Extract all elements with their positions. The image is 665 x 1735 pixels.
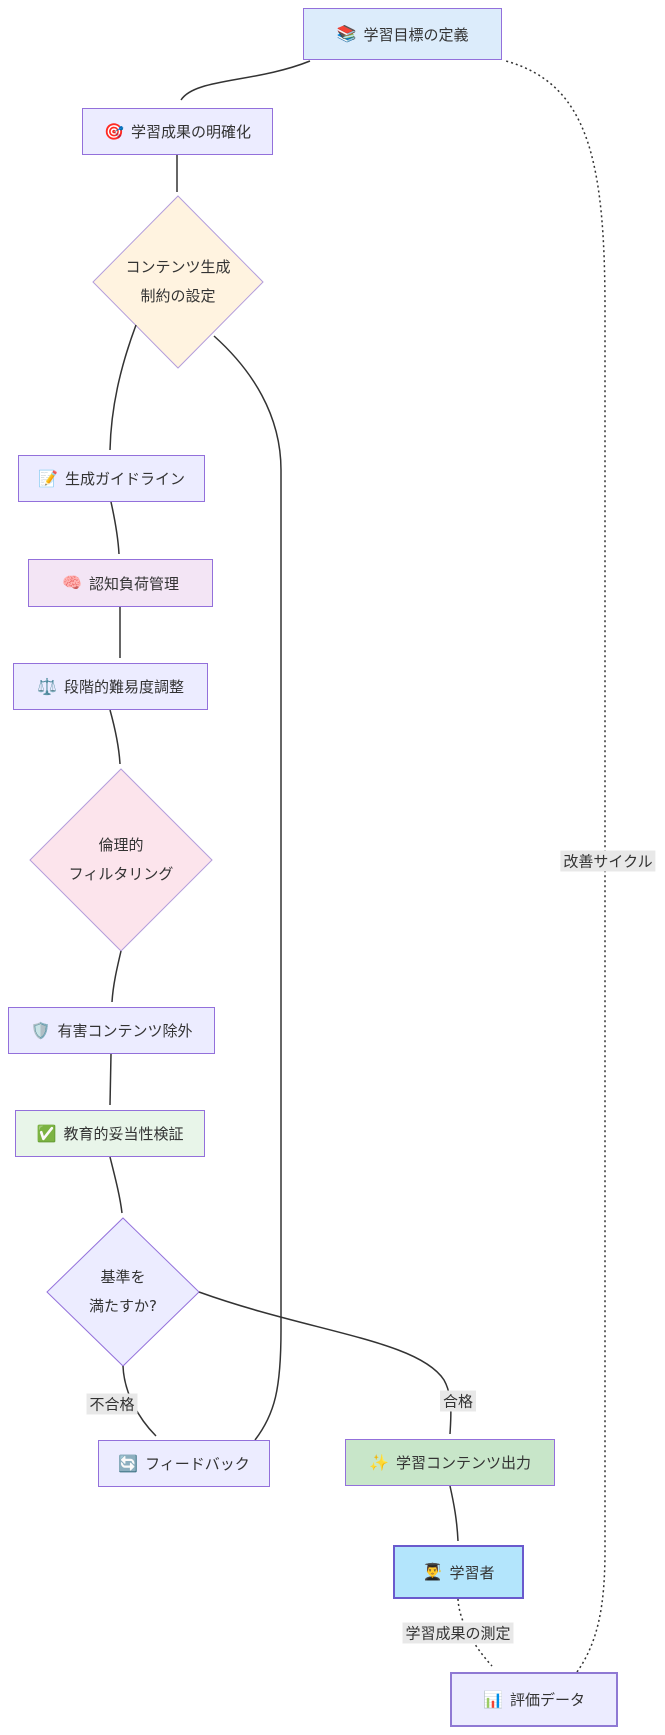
edge-define-to-clarify: [180, 60, 311, 101]
decision-label-line2: フィルタリング: [68, 865, 174, 883]
edge-evaldata-to-define-dotted: [505, 60, 606, 1673]
edge-label-outcome-measurement: 学習成果の測定: [402, 1622, 514, 1644]
node-label: 評価データ: [509, 1691, 585, 1709]
student-icon: 👨‍🎓: [422, 1562, 443, 1581]
edge-validate-to-criteria: [109, 1156, 123, 1214]
memo-icon: 📝: [38, 468, 58, 488]
edge-learner-to-evaldata-dotted: [457, 1598, 493, 1667]
node-learner: 👨‍🎓 学習者: [393, 1545, 524, 1599]
node-label: 認知負荷管理: [88, 574, 179, 593]
target-icon: 🎯: [104, 121, 124, 141]
edge-difficulty-to-ethics: [109, 709, 121, 765]
shield-icon: 🛡️: [30, 1020, 51, 1040]
brain-icon: 🧠: [62, 573, 82, 592]
edge-label-fail: 不合格: [86, 1393, 138, 1415]
edge-ethics-to-harmful: [111, 950, 122, 1003]
node-clarify-outcomes: 🎯 学習成果の明確化: [82, 108, 273, 155]
node-cognitive-load: 🧠 認知負荷管理: [28, 559, 213, 607]
node-label: 学習コンテンツ出力: [395, 1454, 531, 1472]
edge-label-improvement-cycle: 改善サイクル: [560, 850, 656, 872]
edge-feedback-to-constraint: [213, 335, 282, 1441]
edge-output-to-learner: [449, 1485, 459, 1542]
node-feedback: 🔄 フィードバック: [98, 1440, 270, 1487]
balance-scale-icon: ⚖️: [37, 676, 57, 696]
check-mark-icon: ✅: [36, 1123, 57, 1143]
books-icon: 📚: [336, 24, 357, 43]
decision-label-ethical-filtering: 倫理的 フィルタリング: [31, 831, 211, 889]
node-label: フィードバック: [145, 1455, 250, 1473]
edge-constraint-to-guideline: [109, 324, 137, 451]
node-label: 教育的妥当性検証: [63, 1125, 184, 1143]
decision-label-line1: 倫理的: [98, 836, 144, 854]
edge-guideline-to-cognitive: [110, 501, 120, 555]
node-label: 学習者: [449, 1563, 495, 1582]
node-label: 生成ガイドライン: [64, 470, 185, 488]
node-define-goals: 📚 学習目標の定義: [303, 8, 502, 60]
bar-chart-icon: 📊: [483, 1689, 503, 1709]
decision-label-content-constraints: コンテンツ生成 制約の設定: [93, 253, 263, 311]
counterclockwise-arrows-icon: 🔄: [118, 1453, 139, 1473]
node-label: 学習目標の定義: [363, 25, 469, 44]
node-educational-validation: ✅ 教育的妥当性検証: [15, 1110, 205, 1157]
node-generation-guidelines: 📝 生成ガイドライン: [18, 455, 205, 502]
node-difficulty-adjustment: ⚖️ 段階的難易度調整: [13, 663, 208, 710]
decision-label-line1: 基準を: [100, 1268, 146, 1286]
decision-label-line2: 制約の設定: [140, 287, 216, 305]
decision-label-criteria-check: 基準を 満たすか?: [48, 1263, 198, 1321]
edge-criteria-pass-to-output: [198, 1291, 452, 1435]
node-content-output: ✨ 学習コンテンツ出力: [345, 1439, 555, 1486]
edge-label-pass: 合格: [439, 1390, 477, 1412]
sparkles-icon: ✨: [369, 1452, 389, 1472]
node-label: 学習成果の明確化: [130, 123, 251, 141]
node-harmful-content-exclusion: 🛡️ 有害コンテンツ除外: [8, 1007, 215, 1054]
decision-label-line1: コンテンツ生成: [125, 258, 231, 276]
node-evaluation-data: 📊 評価データ: [450, 1672, 618, 1727]
edge-harmful-to-validate: [109, 1053, 112, 1106]
node-label: 有害コンテンツ除外: [57, 1022, 193, 1040]
node-label: 段階的難易度調整: [63, 678, 184, 696]
decision-label-line2: 満たすか?: [89, 1297, 157, 1315]
